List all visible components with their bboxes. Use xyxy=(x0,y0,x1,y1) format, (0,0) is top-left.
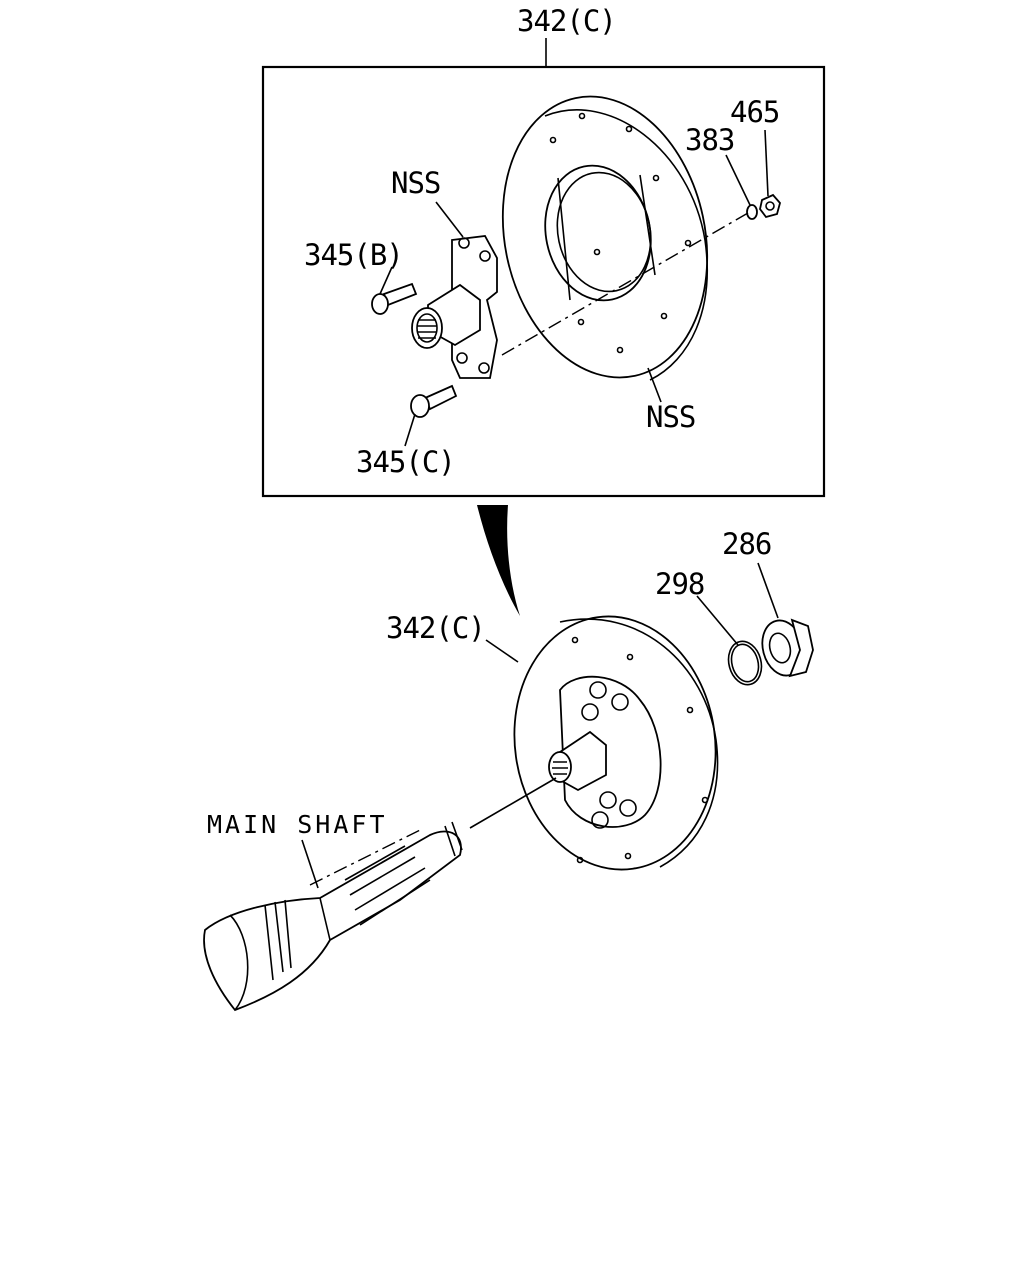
callout-top-assembly: 342(C) xyxy=(517,4,616,38)
callout-bottom-assembly: 342(C) xyxy=(386,611,485,645)
main-shaft xyxy=(203,821,463,1012)
lock-nut-286 xyxy=(761,618,814,678)
callout-o-ring-298: 298 xyxy=(655,567,704,601)
detail-frame xyxy=(261,65,826,498)
callout-lock-nut-286: 286 xyxy=(722,527,771,561)
callout-washer-383: 383 xyxy=(685,123,734,157)
detail-pointer-wedge xyxy=(477,505,520,616)
o-ring-298 xyxy=(727,640,763,686)
bolt-345b xyxy=(371,282,418,315)
callout-nss-plate: NSS xyxy=(646,400,695,434)
callout-nut-465: 465 xyxy=(730,95,779,129)
callout-bolt-345b: 345(B) xyxy=(304,238,403,272)
callout-bolt-345c: 345(C) xyxy=(356,445,455,479)
washer-383 xyxy=(746,204,758,220)
assembled-hub xyxy=(548,730,607,792)
callout-main-shaft: MAIN SHAFT xyxy=(207,810,388,839)
assembled-plate xyxy=(513,615,719,871)
nut-465 xyxy=(759,193,781,219)
callout-nss-flange: NSS xyxy=(391,166,440,200)
exploded-flange xyxy=(411,235,498,379)
exploded-plate xyxy=(501,95,709,381)
bolt-345c xyxy=(410,384,458,418)
